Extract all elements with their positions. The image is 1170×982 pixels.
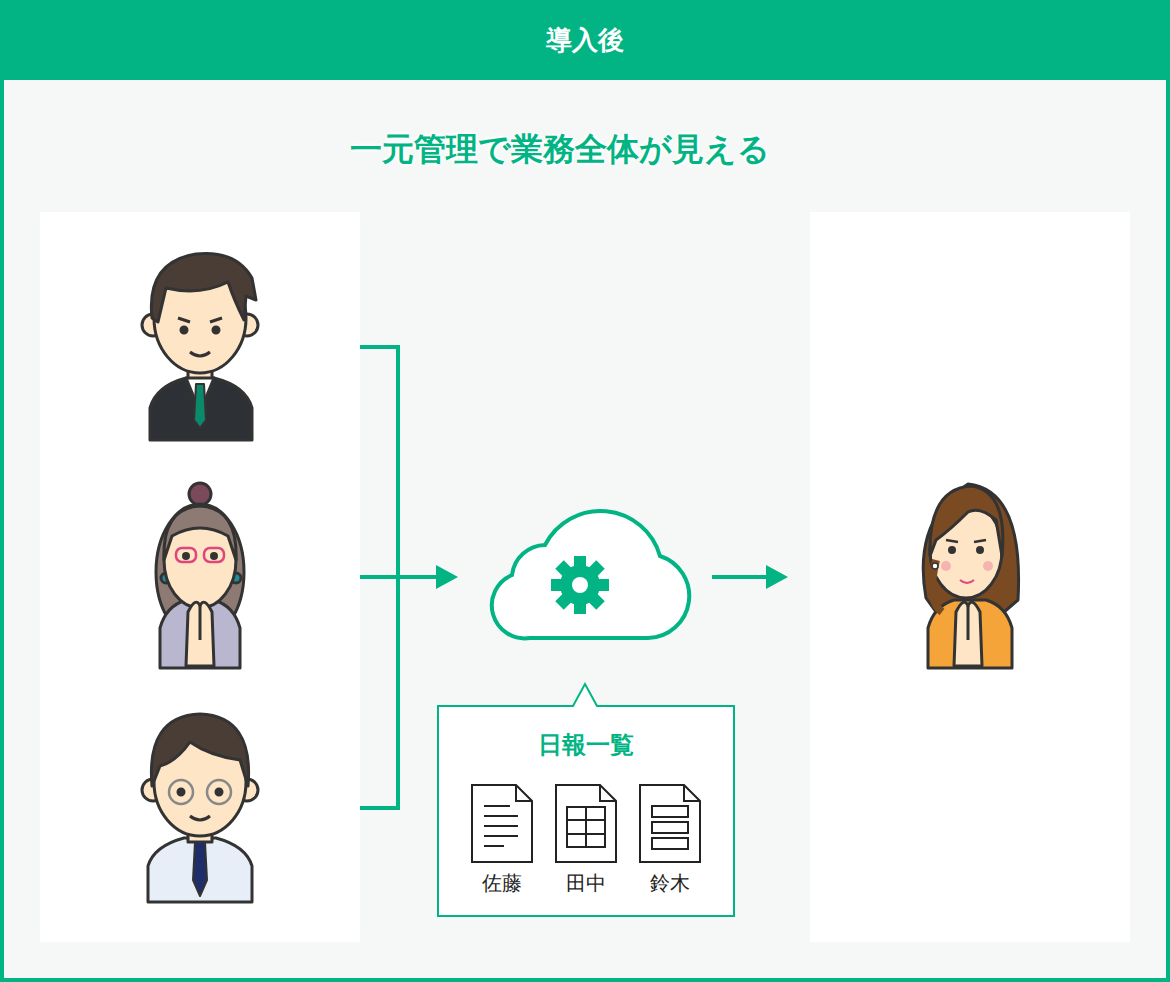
person-figure [954, 602, 982, 666]
document-icon [652, 838, 688, 849]
gear-icon [588, 560, 605, 577]
person-figure [190, 352, 210, 356]
person-figure [184, 554, 189, 559]
gear-icon [555, 593, 572, 610]
document-icon [600, 785, 616, 801]
document-icon [585, 807, 587, 847]
person-figure [169, 780, 193, 804]
document-icon [484, 835, 518, 837]
callout-heading: 日報一覧 [538, 729, 634, 761]
person-figure [199, 606, 202, 640]
document-icon [484, 805, 510, 807]
document-icon [652, 822, 688, 833]
panel [810, 212, 1130, 942]
cloud-icon [492, 511, 689, 638]
document-icon [472, 785, 532, 862]
person-figure [941, 561, 951, 571]
person-figure [930, 486, 1003, 556]
person-figure [967, 606, 970, 640]
person-figure [151, 714, 248, 786]
person-figure [178, 318, 190, 322]
gear-icon [551, 556, 609, 614]
callout-outline [438, 684, 734, 916]
header-band: 導入後 [0, 0, 1170, 80]
panel [40, 212, 360, 942]
person-figure [194, 384, 206, 428]
document-icon [567, 833, 605, 835]
document-icon [484, 825, 518, 827]
person-figure [946, 540, 958, 542]
bracket-line [712, 575, 770, 579]
person-figure [181, 327, 187, 333]
document-icon [640, 785, 700, 862]
document-name: 佐藤 [482, 870, 522, 897]
person-figure [186, 602, 214, 666]
gear-icon [597, 579, 609, 591]
document-icon [567, 819, 605, 821]
person-figure [148, 838, 252, 902]
arrow-head [436, 565, 458, 589]
person-figure [960, 580, 974, 583]
gear-icon [574, 556, 586, 568]
document-name: 田中 [566, 870, 606, 897]
document-icon [484, 845, 504, 847]
person-figure [216, 789, 222, 795]
person-figure [151, 254, 256, 323]
person-figure [142, 254, 1019, 903]
person-figure [160, 600, 240, 668]
cloud-icon [492, 511, 689, 638]
person-figure [213, 327, 219, 333]
person-figure [978, 548, 983, 553]
person-figure [932, 560, 942, 612]
document-icon [556, 785, 616, 862]
document-name: 鈴木 [650, 870, 690, 897]
gear-icon [574, 602, 586, 614]
document-icon [472, 785, 700, 862]
gear-icon [555, 560, 572, 577]
page-title: 一元管理で業務全体が見える [260, 128, 860, 172]
band-heading: 導入後 [546, 23, 624, 58]
document-icon [652, 806, 688, 817]
person-figure [212, 554, 217, 559]
person-figure [950, 548, 955, 553]
person-figure [210, 318, 222, 322]
gear-icon [572, 577, 588, 593]
person-figure [176, 548, 196, 562]
arrow-head [766, 565, 788, 589]
person-figure [207, 780, 231, 804]
document-icon [516, 785, 532, 801]
person-figure [178, 789, 184, 795]
person-figure [193, 842, 207, 896]
person-figure [974, 540, 986, 542]
document-icon [484, 815, 518, 817]
person-figure [190, 816, 210, 820]
panel [40, 212, 1130, 942]
person-figure [983, 561, 993, 571]
person-figure [164, 506, 236, 560]
document-icon [684, 785, 700, 801]
person-figure [189, 483, 211, 505]
person-figure [150, 378, 252, 440]
person-figure [932, 563, 938, 569]
gear-icon [588, 593, 605, 610]
bracket-line [360, 575, 440, 579]
callout-outline [438, 684, 734, 916]
gear-icon [551, 579, 563, 591]
document-icon [567, 807, 605, 847]
person-figure [923, 484, 1018, 612]
person-figure [204, 548, 224, 562]
